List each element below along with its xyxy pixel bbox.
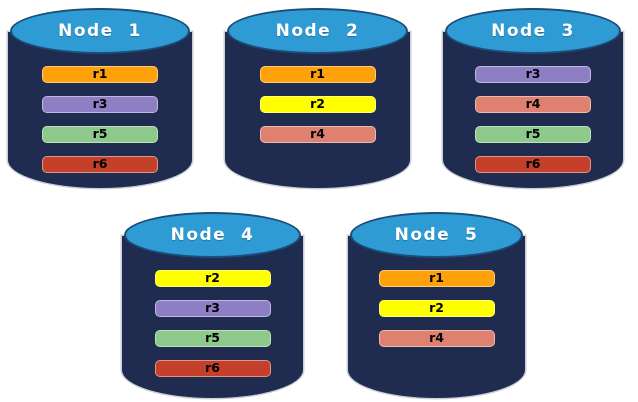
db-node-3: Node 3 r3 r4 r5 r6: [443, 8, 623, 188]
replica-label: r3: [525, 66, 541, 82]
cylinder-top: Node 5: [350, 212, 523, 258]
replica-label: r4: [525, 96, 541, 112]
replica-bar: r1: [42, 66, 158, 83]
replica-bar-list: r3 r4 r5 r6: [443, 66, 623, 173]
db-node-1: Node 1 r1 r3 r5 r6: [8, 8, 192, 188]
replica-bar: r6: [475, 156, 591, 173]
replica-label: r4: [429, 330, 444, 346]
replica-bar-list: r1 r2 r4: [225, 66, 410, 143]
node-title: Node 1: [58, 21, 142, 41]
node-title: Node 4: [170, 225, 255, 245]
cylinder-top: Node 1: [10, 8, 190, 54]
replica-bar: r5: [154, 330, 271, 347]
replica-bar: r2: [378, 300, 495, 317]
replica-bar: r3: [42, 96, 158, 113]
replica-bar: r3: [475, 66, 591, 83]
replica-label: r6: [92, 156, 108, 172]
replica-label: r6: [205, 360, 220, 376]
replica-label: r5: [92, 126, 108, 142]
replica-bar: r4: [259, 126, 376, 143]
replica-bar-list: r1 r2 r4: [348, 270, 525, 347]
replica-bar: r3: [154, 300, 271, 317]
db-node-4: Node 4 r2 r3 r5 r6: [122, 212, 303, 398]
db-node-2: Node 2 r1 r2 r4: [225, 8, 410, 188]
cylinder-top: Node 2: [227, 8, 408, 54]
replica-bar: r4: [475, 96, 591, 113]
replica-bar: r4: [378, 330, 495, 347]
replica-bar-list: r2 r3 r5 r6: [122, 270, 303, 377]
replica-bar: r1: [259, 66, 376, 83]
db-node-5: Node 5 r1 r2 r4: [348, 212, 525, 398]
replica-bar: r2: [154, 270, 271, 287]
node-title: Node 2: [275, 21, 360, 41]
replica-label: r3: [92, 96, 108, 112]
replica-bar: r2: [259, 96, 376, 113]
replica-label: r4: [310, 126, 325, 142]
node-title: Node 3: [491, 21, 575, 41]
replica-label: r2: [310, 96, 325, 112]
replica-label: r6: [525, 156, 541, 172]
node-title: Node 5: [394, 225, 479, 245]
replica-label: r3: [205, 300, 220, 316]
replica-label: r1: [310, 66, 325, 82]
cylinder-top: Node 3: [445, 8, 621, 54]
replica-label: r1: [429, 270, 444, 286]
replica-label: r2: [429, 300, 444, 316]
replica-bar: r1: [378, 270, 495, 287]
replica-label: r2: [205, 270, 220, 286]
replica-label: r5: [205, 330, 220, 346]
replica-label: r1: [92, 66, 108, 82]
replica-bar-list: r1 r3 r5 r6: [8, 66, 192, 173]
replica-bar: r5: [475, 126, 591, 143]
replica-label: r5: [525, 126, 541, 142]
cylinder-top: Node 4: [124, 212, 301, 258]
cylinder-body: [348, 236, 525, 398]
replica-bar: r6: [42, 156, 158, 173]
replica-bar: r5: [42, 126, 158, 143]
replica-bar: r6: [154, 360, 271, 377]
